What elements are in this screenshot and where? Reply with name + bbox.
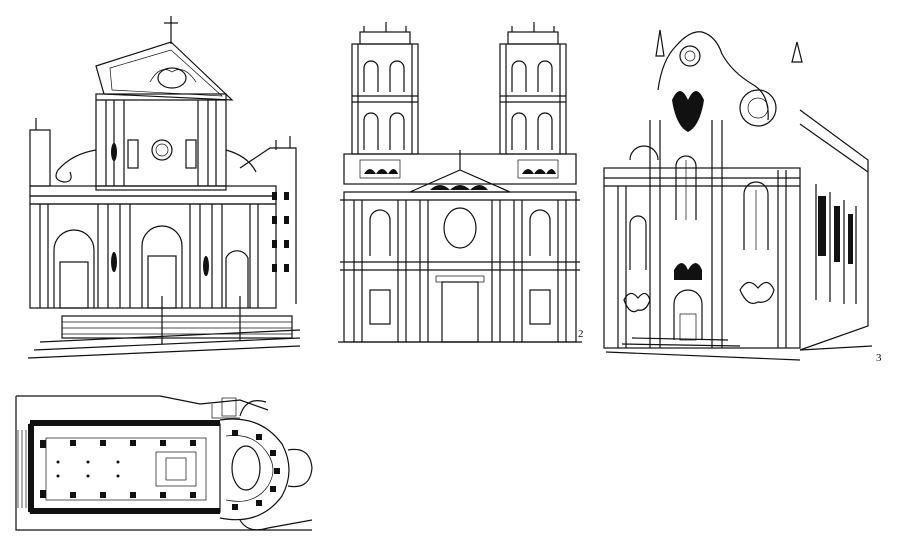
facade-perspective-drawing [27, 16, 301, 359]
ground-plan-drawing [15, 395, 313, 531]
twin-tower-elevation-drawing [338, 22, 582, 343]
baroque-church-perspective-drawing [603, 29, 873, 361]
figure-number-3: 3 [876, 352, 882, 364]
figure-number-2: 2 [578, 328, 584, 340]
